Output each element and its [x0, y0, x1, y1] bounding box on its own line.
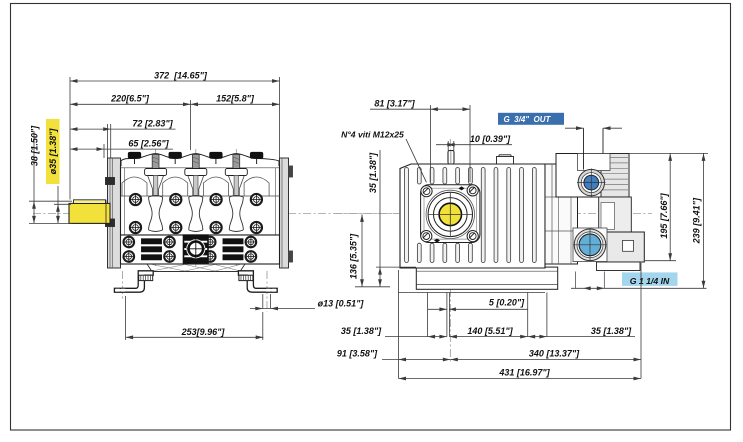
- svg-text:ø35 [1.38"]: ø35 [1.38"]: [48, 128, 58, 175]
- svg-text:253[9.96"]: 253[9.96"]: [181, 327, 226, 337]
- svg-text:372 [14.65"]: 372 [14.65"]: [154, 70, 208, 80]
- svg-text:G 1 1/4 IN: G 1 1/4 IN: [630, 276, 670, 286]
- svg-text:140 [5.51"]: 140 [5.51"]: [467, 326, 513, 336]
- svg-text:35 [1.38"]: 35 [1.38"]: [341, 326, 382, 336]
- svg-text:35 [1.38"]: 35 [1.38"]: [591, 326, 632, 336]
- svg-text:220[6.5"]: 220[6.5"]: [110, 93, 150, 103]
- svg-text:72 [2.83"]: 72 [2.83"]: [132, 118, 173, 128]
- svg-text:G 3/4" OUT: G 3/4" OUT: [504, 115, 552, 124]
- svg-text:ø13 [0.51"]: ø13 [0.51"]: [318, 299, 365, 309]
- svg-text:N°4 viti M12x25: N°4 viti M12x25: [341, 130, 404, 140]
- svg-text:65 [2.56"]: 65 [2.56"]: [128, 138, 169, 148]
- svg-text:239 [9.41"]: 239 [9.41"]: [692, 197, 702, 244]
- svg-text:136 [5.35"]: 136 [5.35"]: [349, 233, 359, 279]
- svg-text:340 [13.37"]: 340 [13.37"]: [529, 349, 580, 359]
- svg-text:81 [3.17"]: 81 [3.17"]: [374, 98, 415, 108]
- svg-text:5 [0.20"]: 5 [0.20"]: [489, 298, 525, 308]
- svg-text:35 [1.38"]: 35 [1.38"]: [368, 152, 378, 193]
- svg-text:431 [16.97"]: 431 [16.97"]: [498, 368, 550, 378]
- svg-text:91 [3.58"]: 91 [3.58"]: [337, 349, 378, 359]
- svg-text:195 [7.66"]: 195 [7.66"]: [659, 192, 669, 238]
- svg-text:152[5.8"]: 152[5.8"]: [216, 93, 255, 103]
- svg-text:10 [0.39"]: 10 [0.39"]: [470, 134, 511, 144]
- svg-text:38 [1.50"]: 38 [1.50"]: [30, 125, 40, 166]
